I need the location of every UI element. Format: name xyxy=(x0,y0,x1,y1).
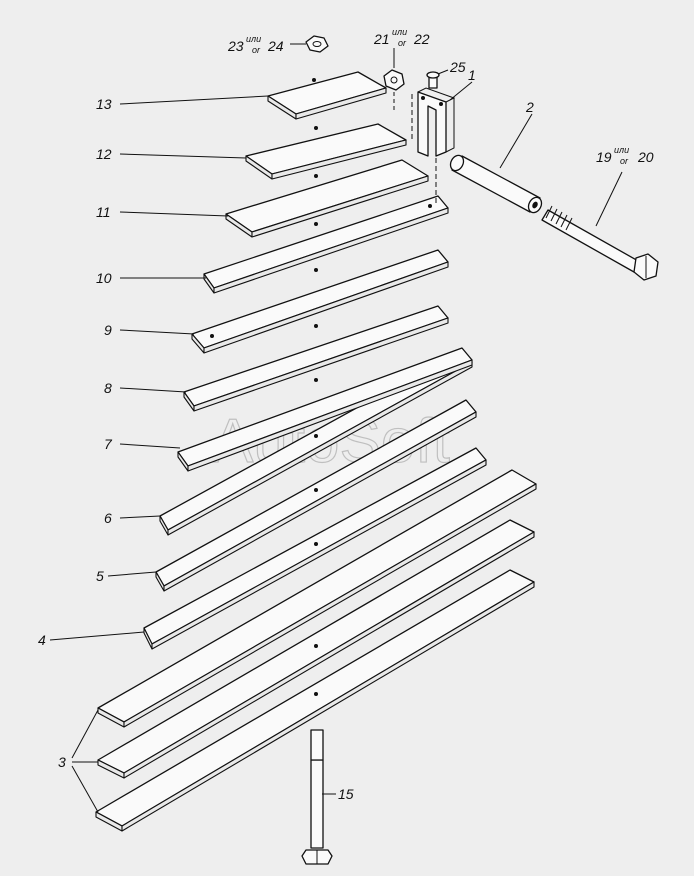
sleeve xyxy=(449,154,543,214)
svg-text:или: или xyxy=(246,34,261,44)
callout-25: 25 xyxy=(449,59,466,75)
svg-text:22: 22 xyxy=(413,31,430,47)
callout-21-or-22: 21 или or 22 xyxy=(373,27,430,48)
leaf-hole xyxy=(314,126,318,130)
callout-23-or-24: 23 или or 24 xyxy=(227,34,284,55)
svg-text:24: 24 xyxy=(267,38,284,54)
leaf-8 xyxy=(183,305,449,412)
clamp xyxy=(411,87,456,206)
leaf-13 xyxy=(267,71,387,130)
svg-text:23: 23 xyxy=(227,38,244,54)
leader-lines xyxy=(49,43,623,813)
leaf-12 xyxy=(245,123,407,180)
nut-23-24 xyxy=(305,35,329,53)
callout-11: 11 xyxy=(96,204,111,220)
leaf-3-bottom xyxy=(95,569,535,832)
leaf-hole xyxy=(314,222,318,226)
leaf-11 xyxy=(225,159,429,238)
callout-13: 13 xyxy=(96,96,112,112)
leaf-9 xyxy=(191,249,449,354)
svg-text:21: 21 xyxy=(373,31,390,47)
leaf-hole xyxy=(314,324,318,328)
callout-3: 3 xyxy=(58,754,66,770)
callout-6: 6 xyxy=(104,510,112,526)
svg-text:or: or xyxy=(252,45,261,55)
leaf-3-top xyxy=(97,469,537,728)
svg-text:19: 19 xyxy=(596,149,612,165)
leaf-hole xyxy=(314,174,318,178)
callout-9: 9 xyxy=(104,322,112,338)
svg-text:или: или xyxy=(614,145,629,155)
center-bolt xyxy=(301,729,333,865)
leaf-hole xyxy=(210,334,214,338)
svg-text:20: 20 xyxy=(637,149,654,165)
leaf-10 xyxy=(203,195,449,294)
leaf-hole xyxy=(428,204,432,208)
callout-4: 4 xyxy=(38,632,46,648)
svg-text:или: или xyxy=(392,27,407,37)
leaf-hole xyxy=(314,268,318,272)
leaf-hole xyxy=(314,434,318,438)
leaf-hole xyxy=(314,378,318,382)
callout-1: 1 xyxy=(468,67,476,83)
nut-21-22 xyxy=(383,69,405,110)
leaf-hole xyxy=(314,692,318,696)
leaf-5 xyxy=(155,399,477,592)
rivet xyxy=(426,71,440,89)
leaf-4 xyxy=(143,447,487,650)
leaf-hole xyxy=(314,488,318,492)
leaf-3-middle xyxy=(97,519,535,779)
svg-text:or: or xyxy=(398,38,407,48)
callout-7: 7 xyxy=(104,436,113,452)
leaf-hole xyxy=(314,644,318,648)
leaf-hole xyxy=(312,78,316,82)
callout-10: 10 xyxy=(96,270,112,286)
callout-8: 8 xyxy=(104,380,112,396)
svg-text:or: or xyxy=(620,156,629,166)
callout-5: 5 xyxy=(96,568,104,584)
callout-15: 15 xyxy=(338,786,354,802)
bolt-19-20 xyxy=(541,205,659,281)
callout-2: 2 xyxy=(525,99,534,115)
leaf-7 xyxy=(177,347,473,472)
callout-19-or-20: 19 или or 20 xyxy=(596,145,654,166)
leaf-hole xyxy=(314,542,318,546)
callout-12: 12 xyxy=(96,146,112,162)
